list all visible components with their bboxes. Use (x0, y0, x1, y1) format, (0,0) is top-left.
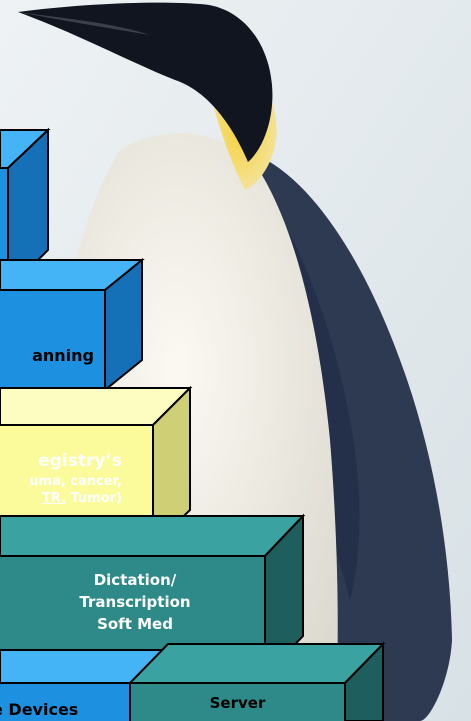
devices-label: e Devices (0, 700, 132, 721)
registry-line2: uma, cancer, (0, 473, 122, 491)
devices-text: e Devices (0, 700, 78, 719)
server-label: Server (130, 694, 345, 714)
dictation-line2: Transcription (40, 592, 230, 614)
planning-box (0, 260, 142, 390)
dictation-label: Dictation/ Transcription Soft Med (40, 570, 230, 635)
planning-text: anning (32, 346, 94, 365)
dictation-line1: Dictation/ (40, 570, 230, 592)
registry-line1: egistry’s (0, 450, 122, 473)
dictation-line3: Soft Med (40, 614, 230, 636)
server-text: Server (210, 694, 266, 712)
registry-line3-rest: Tumor) (66, 491, 122, 506)
planning-label: anning (0, 346, 94, 367)
registry-link[interactable]: TR, (42, 491, 66, 506)
registry-line3: TR, Tumor) (0, 490, 122, 508)
registry-label: egistry’s uma, cancer, TR, Tumor) (0, 450, 122, 508)
